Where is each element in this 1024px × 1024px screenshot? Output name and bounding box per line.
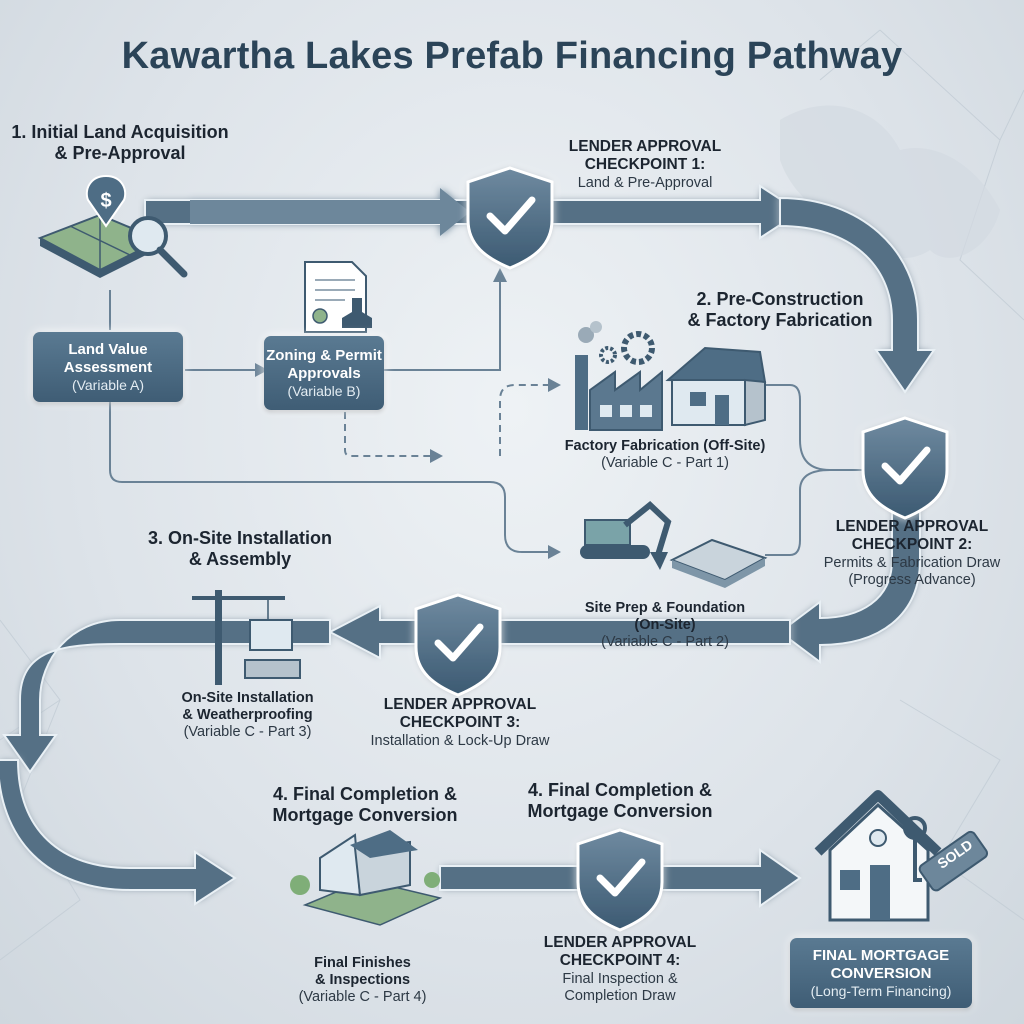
factory-icon [575,321,663,431]
land-map-icon [37,174,188,278]
finished-house-icon [290,830,443,926]
dollar-pin-icon: $ [100,190,112,212]
connector-arrowheads [255,268,875,559]
checkpoint-2-label: LENDER APPROVAL CHECKPOINT 2: Permits & … [823,518,1001,588]
factory-fabrication-label: Factory Fabrication (Off-Site) (Variable… [564,438,766,472]
prefab-house-icon [665,346,767,427]
foundation-icon [669,538,768,588]
zoning-permit-box: Zoning & Permit Approvals (Variable B) [264,336,384,410]
map-silhouette [780,105,1000,259]
site-prep-label: Site Prep & Foundation (On-Site) (Variab… [584,600,746,651]
checkpoint-3-label: LENDER APPROVAL CHECKPOINT 3: Installati… [370,696,550,749]
row3-arrow [2,604,791,774]
shield-check-icon-1 [466,166,554,270]
final-mortgage-box: FINAL MORTGAGE CONVERSION (Long-Term Fin… [790,938,972,1008]
shield-check-icon-2 [861,416,949,520]
crane-icon [192,590,301,685]
excavator-icon [580,501,672,570]
land-value-assessment-box: Land Value Assessment (Variable A) [33,332,183,402]
final-finishes-label: Final Finishes & Inspections (Variable C… [298,955,427,1006]
connectors [109,280,862,556]
shield-check-icon-4 [576,828,664,932]
step-4-heading-right: 4. Final Completion & Mortgage Conversio… [527,780,713,822]
right-curve-arrow-top [779,196,936,394]
installation-label: On-Site Installation & Weatherproofing (… [181,690,314,741]
page-title: Kawartha Lakes Prefab Financing Pathway [121,35,903,77]
left-curve-arrow [0,759,237,906]
step-2-heading: 2. Pre-Construction & Factory Fabricatio… [687,289,873,331]
step-4-heading-left: 4. Final Completion & Mortgage Conversio… [272,784,458,826]
step-1-heading: 1. Initial Land Acquisition & Pre-Approv… [11,122,229,164]
right-curve-arrow-bottom [778,499,921,664]
checkpoint-1-label: LENDER APPROVAL CHECKPOINT 1: Land & Pre… [568,138,722,191]
step-3-heading: 3. On-Site Installation & Assembly [147,528,333,570]
final-house-icon [814,790,989,922]
shield-check-icon-3 [414,593,502,697]
checkpoint-4-label: LENDER APPROVAL CHECKPOINT 4: Final Insp… [543,934,697,1004]
document-stamp-icon [304,261,372,333]
